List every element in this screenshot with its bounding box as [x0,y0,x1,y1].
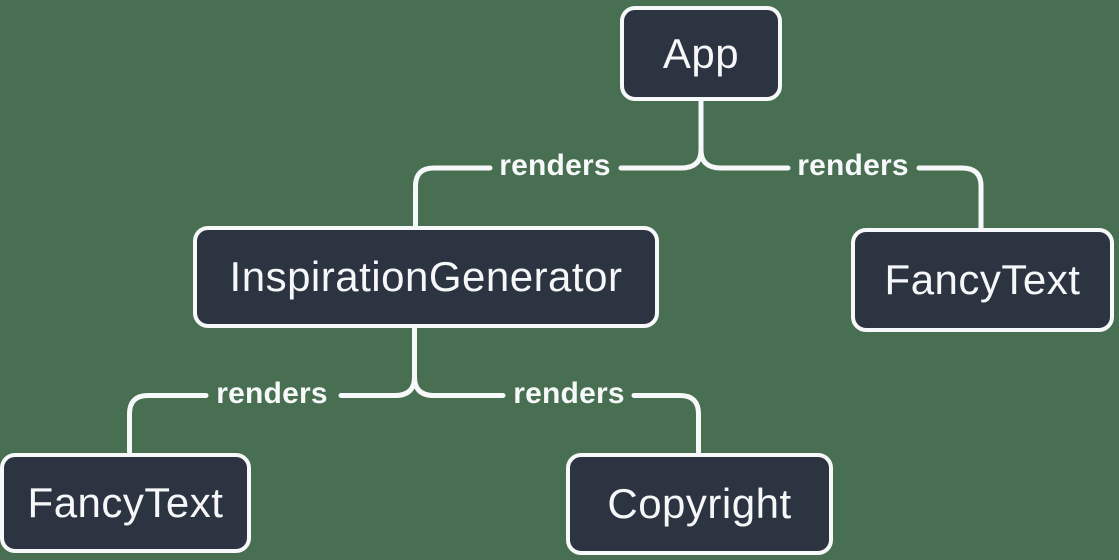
node-copyright-label: Copyright [607,480,792,527]
edge-line-inspirationgenerator-to-fancytext-b [127,393,209,455]
edge-line-app-to-inspirationgenerator-a [618,147,704,171]
edge-line-app-to-fancytext-a [698,147,791,171]
node-inspiration-generator: InspirationGenerator [193,226,659,328]
edge-label-inspirationgenerator-fancytext: renders [216,377,328,410]
edge-line-inspirationgenerator-to-fancytext-a [338,374,417,398]
node-copyright: Copyright [566,453,833,555]
edge-line-app-to-inspirationgenerator-b [413,165,493,230]
node-fancy-text-bottom: FancyText [0,453,251,553]
edge-label-inspirationgenerator-copyright: renders [513,377,625,410]
node-app-label: App [662,29,740,77]
node-fancy-text-top: FancyText [851,228,1114,332]
edge-line-inspirationgenerator-to-copyright-a [412,374,506,398]
node-fancy-text-top-label: FancyText [884,256,1081,303]
node-app: App [620,6,782,101]
edge-line-app-to-fancytext-b [916,165,984,232]
node-fancy-text-bottom-label: FancyText [27,479,224,526]
edge-label-app-inspirationgenerator: renders [499,149,611,182]
edge-line-inspirationgenerator-to-copyright-b [631,393,701,455]
edge-label-app-fancytext: renders [797,149,909,182]
node-inspiration-generator-label: InspirationGenerator [229,253,623,300]
